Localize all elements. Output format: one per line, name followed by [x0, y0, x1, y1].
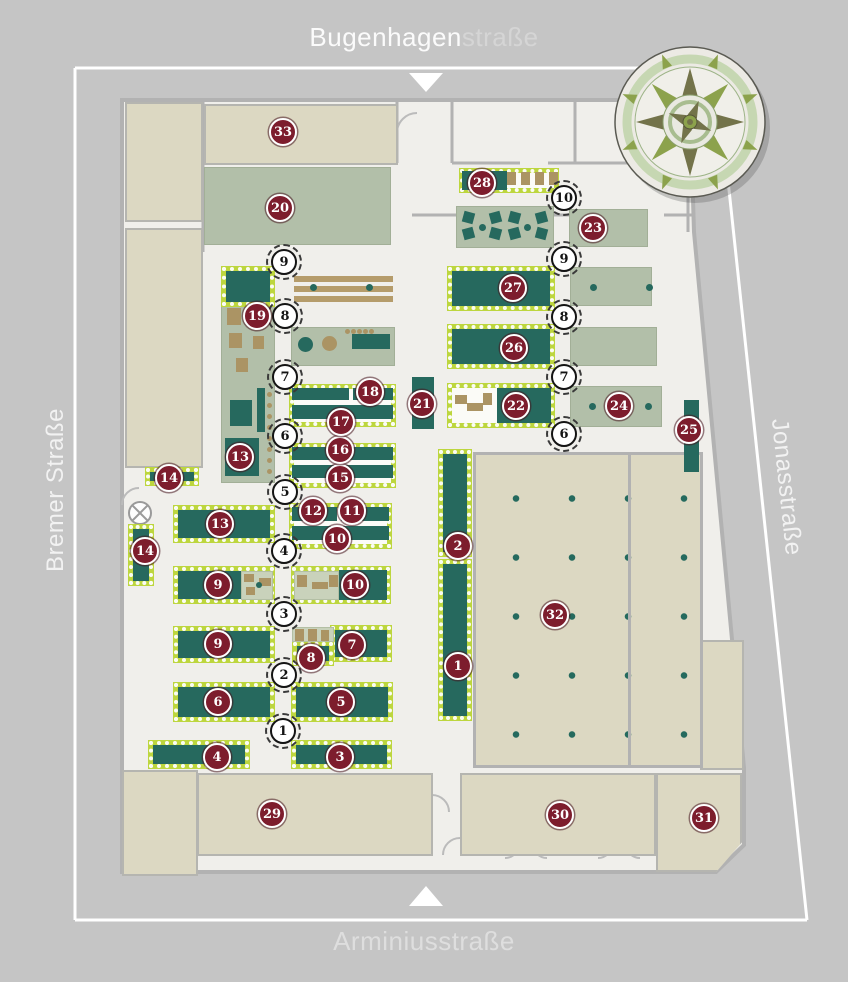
aisle-marker-2: 2 — [266, 657, 302, 693]
stall-badge-12[interactable]: 12 — [299, 497, 327, 525]
aisle-marker-7: 7 — [546, 359, 582, 395]
stall-badge-15[interactable]: 15 — [326, 464, 354, 492]
stall-badge-33[interactable]: 33 — [269, 118, 297, 146]
stall-badge-10[interactable]: 10 — [323, 525, 351, 553]
stall-badge-22[interactable]: 22 — [502, 392, 530, 420]
stall-badge-4[interactable]: 4 — [203, 743, 231, 771]
stall-badge-2[interactable]: 2 — [444, 532, 472, 560]
aisle-marker-8: 8 — [267, 298, 303, 334]
stall-badge-14[interactable]: 14 — [155, 464, 183, 492]
stall-badge-32[interactable]: 32 — [541, 601, 569, 629]
stall-badge-17[interactable]: 17 — [327, 408, 355, 436]
stall-badge-24[interactable]: 24 — [605, 392, 633, 420]
stall-badge-7[interactable]: 7 — [338, 631, 366, 659]
stall-badge-27[interactable]: 27 — [499, 274, 527, 302]
stall-badge-31[interactable]: 31 — [690, 804, 718, 832]
aisle-marker-4: 4 — [266, 533, 302, 569]
stall-badge-20[interactable]: 20 — [266, 194, 294, 222]
stall-badge-26[interactable]: 26 — [500, 334, 528, 362]
stall-badge-13[interactable]: 13 — [206, 510, 234, 538]
street-label-part: Bugenhagen — [309, 22, 462, 52]
aisle-marker-6: 6 — [267, 418, 303, 454]
stall-badge-1[interactable]: 1 — [444, 652, 472, 680]
aisle-marker-6: 6 — [546, 416, 582, 452]
aisle-marker-10: 10 — [546, 180, 582, 216]
stall-badge-14[interactable]: 14 — [131, 537, 159, 565]
stall-badge-11[interactable]: 11 — [338, 497, 366, 525]
street-label-arminiusstrasse: Arminiusstraße — [333, 926, 515, 956]
stall-badge-8[interactable]: 8 — [297, 644, 325, 672]
stall-badge-13[interactable]: 13 — [226, 443, 254, 471]
aisle-marker-3: 3 — [266, 596, 302, 632]
stall-badge-29[interactable]: 29 — [258, 800, 286, 828]
stall-badge-18[interactable]: 18 — [356, 378, 384, 406]
stall-badge-9[interactable]: 9 — [204, 571, 232, 599]
street-label-bugenhagenstrasse: Bugenhagenstraße — [0, 22, 848, 53]
stall-badge-10[interactable]: 10 — [341, 571, 369, 599]
stall-badge-28[interactable]: 28 — [468, 169, 496, 197]
stall-badge-5[interactable]: 5 — [327, 688, 355, 716]
stall-badge-16[interactable]: 16 — [326, 436, 354, 464]
street-label-bremer-strasse: Bremer Straße — [42, 408, 69, 572]
stall-badge-3[interactable]: 3 — [326, 743, 354, 771]
stall-badge-23[interactable]: 23 — [579, 214, 607, 242]
stall-badge-9[interactable]: 9 — [204, 630, 232, 658]
aisle-marker-1: 1 — [265, 713, 301, 749]
stall-badge-6[interactable]: 6 — [204, 688, 232, 716]
aisle-marker-5: 5 — [267, 474, 303, 510]
aisle-marker-7: 7 — [267, 359, 303, 395]
aisle-marker-8: 8 — [546, 299, 582, 335]
street-label-part: straße — [461, 22, 539, 52]
stall-badge-25[interactable]: 25 — [675, 416, 703, 444]
stall-badge-21[interactable]: 21 — [408, 390, 436, 418]
stall-badge-19[interactable]: 19 — [243, 302, 271, 330]
aisle-marker-9: 9 — [546, 241, 582, 277]
aisle-marker-9: 9 — [266, 244, 302, 280]
stall-badge-30[interactable]: 30 — [546, 801, 574, 829]
